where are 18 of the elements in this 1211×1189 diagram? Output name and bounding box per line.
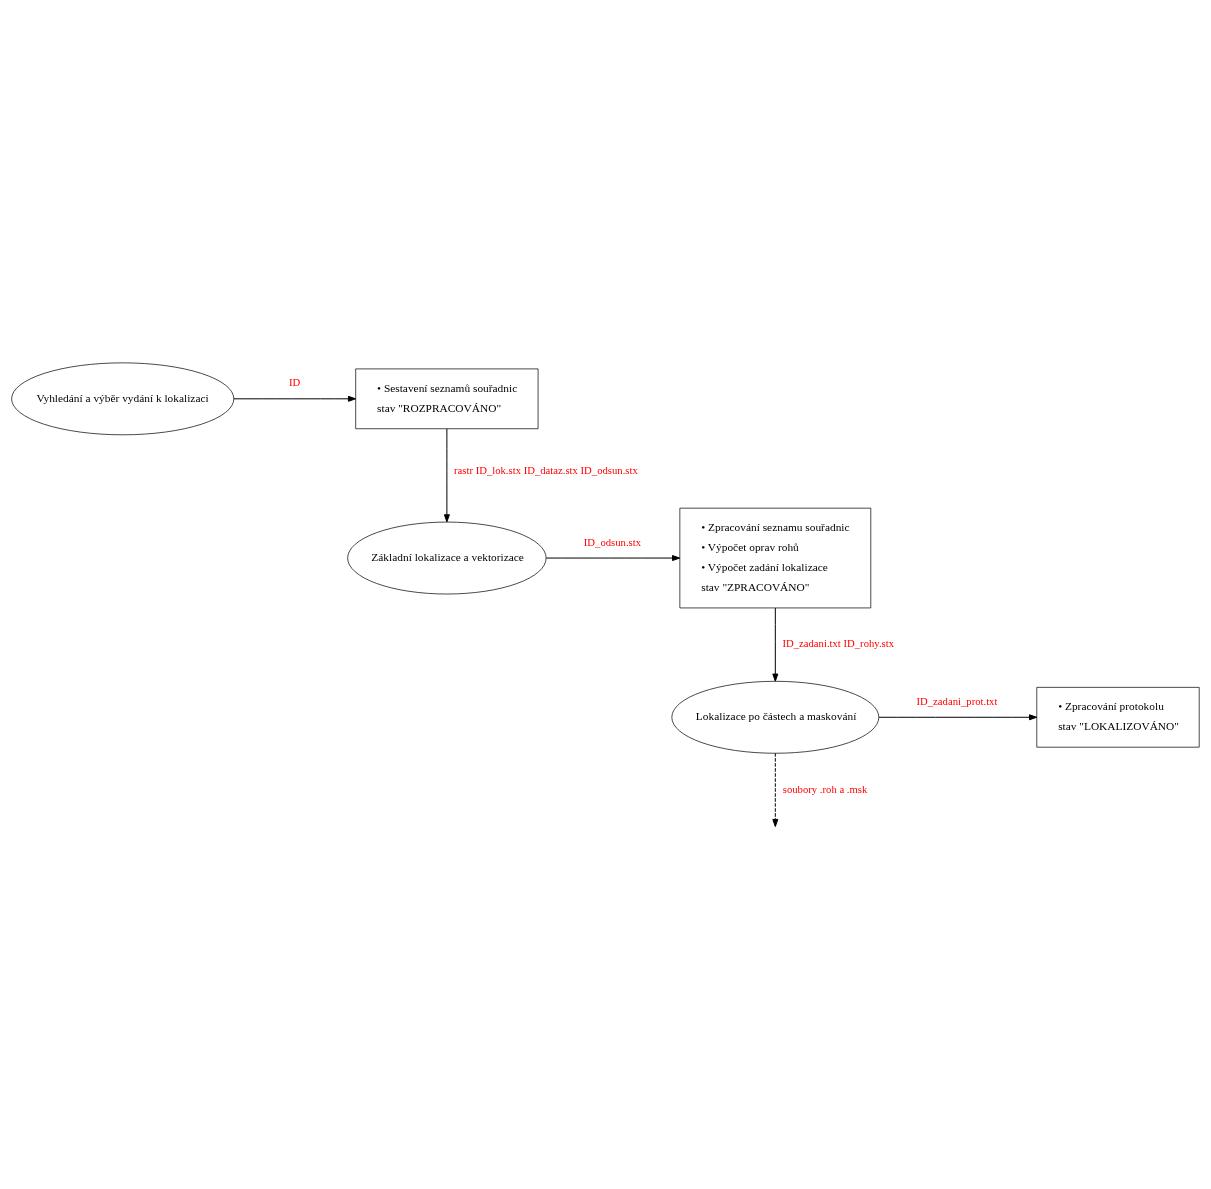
edge-label: ID_zadani.txt ID_rohy.stx	[782, 636, 895, 649]
node-ellipse: Základní lokalizace a vektorizace	[347, 521, 547, 594]
node-box: • Zpracování protokolu stav "LOKALIZOVÁNO"	[1036, 686, 1200, 748]
arrow	[772, 607, 779, 682]
arrow	[545, 554, 681, 561]
arrow	[878, 713, 1038, 720]
arrow	[233, 395, 357, 402]
node-box: • Sestavení seznamů souřadnic stav "ROZPRACOVÁNO"	[355, 368, 539, 429]
edge-label: ID_odsun.stx	[583, 535, 642, 548]
arrow	[443, 427, 450, 522]
node-ellipse: Vyhledání a výběr vydání k lokalizaci	[11, 362, 235, 435]
node-box: • Zpracování seznamu souřadnic • Výpočet oprav rohů • Výpočet zadání lokalizace stav "ZPRACOVÁNO"	[679, 507, 872, 608]
edge-label: ID	[289, 375, 301, 388]
edge-label: soubory .roh a .msk	[782, 782, 868, 795]
node-ellipse: Lokalizace po částech a maskování	[671, 680, 880, 754]
arrow	[772, 752, 779, 827]
edge-label: ID_zadani_prot.txt	[916, 694, 998, 707]
edge-label: rastr ID_lok.stx ID_dataz.stx ID_odsun.stx	[454, 463, 638, 476]
